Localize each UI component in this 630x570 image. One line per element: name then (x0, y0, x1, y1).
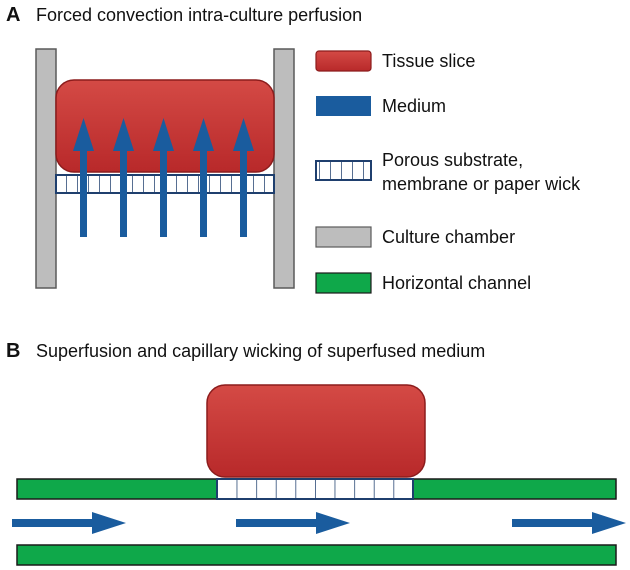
medium-arrow-up (153, 118, 174, 237)
medium-arrow-up (193, 118, 214, 237)
medium-arrow-up (233, 118, 254, 237)
medium-arrows-a (73, 118, 254, 237)
legend-label-porous-line2: membrane or paper wick (382, 174, 581, 194)
panel-b-letter: B (6, 340, 21, 362)
medium-arrow-up (113, 118, 134, 237)
legend-swatch-chamber (315, 226, 372, 248)
legend-label-tissue: Tissue slice (382, 51, 476, 71)
chamber-wall-right (273, 48, 295, 289)
tissue-slice-b (206, 384, 426, 478)
horizontal-channel-bottom (16, 544, 617, 566)
legend-swatch-porous (315, 160, 372, 181)
legend-label-medium: Medium (382, 96, 447, 116)
legend-label-porous-line1: Porous substrate, (382, 150, 524, 170)
medium-arrow-right (236, 512, 350, 534)
panel-a-letter: A (6, 4, 21, 26)
porous-wick-b (216, 478, 414, 500)
legend (315, 50, 372, 294)
legend-label-chamber: Culture chamber (382, 227, 516, 247)
legend-swatch-medium (316, 96, 371, 116)
medium-arrows-b (12, 512, 626, 534)
panel-a-diagram (35, 48, 295, 289)
medium-arrow-right (12, 512, 126, 534)
panel-b-title: Superfusion and capillary wicking of sup… (36, 341, 486, 361)
medium-arrow-right (512, 512, 626, 534)
legend-swatch-tissue (315, 50, 372, 72)
panel-b-diagram (12, 384, 626, 566)
legend-swatch-channel (315, 272, 372, 294)
panel-a-title: Forced convection intra-culture perfusio… (36, 5, 363, 25)
chamber-wall-left (35, 48, 57, 289)
medium-arrow-up (73, 118, 94, 237)
legend-label-channel: Horizontal channel (382, 273, 532, 293)
